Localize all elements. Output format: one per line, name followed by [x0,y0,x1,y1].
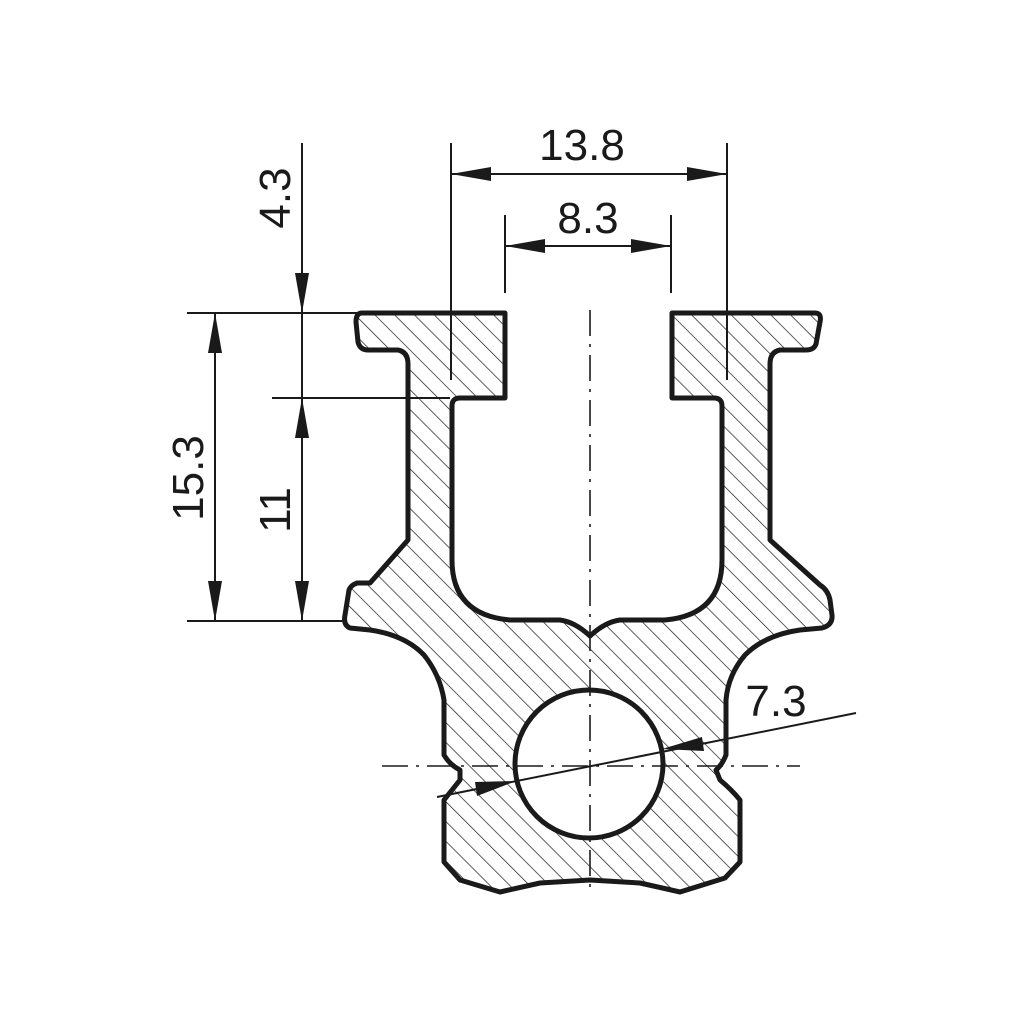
dimension-slot-width: 8.3 [557,194,618,243]
arrow-head [295,398,309,438]
dimension-inner-height: 11 [251,487,300,533]
bore-hole [512,687,666,841]
dimension-top-offset: 4.3 [251,167,300,228]
profile-section [342,310,835,895]
arrow-head [662,737,704,751]
dimension-overall-height: 15.3 [164,435,213,521]
arrow-head [208,313,222,353]
arrow-head [295,581,309,621]
arrow-head [505,239,545,253]
arrow-head [687,167,727,181]
arrow-head [451,167,491,181]
arrow-head [475,781,516,796]
dimension-hole-diameter: 7.3 [745,677,806,726]
arrow-head [631,239,671,253]
arrow-head [295,273,309,313]
dimension-outer-width: 13.8 [539,121,625,170]
arrow-head [208,581,222,621]
